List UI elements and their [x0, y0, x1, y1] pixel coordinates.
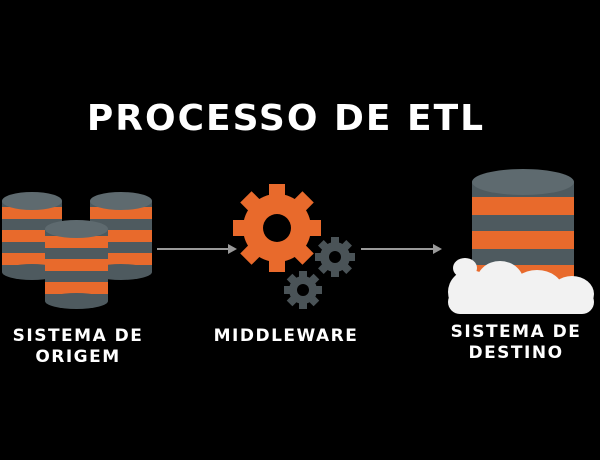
destination-system-label-line2: DESTINO [468, 343, 564, 363]
small-gear-icon [284, 271, 322, 309]
arrow-middleware-to-destination [361, 244, 442, 254]
source-system-label-line2: ORIGEM [35, 347, 121, 367]
arrow-source-to-middleware [157, 244, 237, 254]
destination-system-label-line1: SISTEMA DE [450, 322, 582, 342]
destination-system-label: SISTEMA DE DESTINO [450, 322, 582, 364]
large-gear-icon [233, 184, 321, 272]
cloud-icon [448, 258, 594, 314]
source-database-icon [2, 192, 152, 309]
source-database-front [45, 220, 108, 309]
middleware-label: MIDDLEWARE [200, 326, 372, 347]
diagram-title: PROCESSO DE ETL [86, 98, 486, 139]
small-gear-icon [315, 237, 355, 277]
cloud-database-icon [448, 169, 594, 314]
source-system-label-line1: SISTEMA DE [12, 326, 144, 346]
gears-icon [233, 184, 355, 309]
source-system-label: SISTEMA DE ORIGEM [0, 326, 156, 368]
middleware-label-line1: MIDDLEWARE [213, 326, 359, 346]
